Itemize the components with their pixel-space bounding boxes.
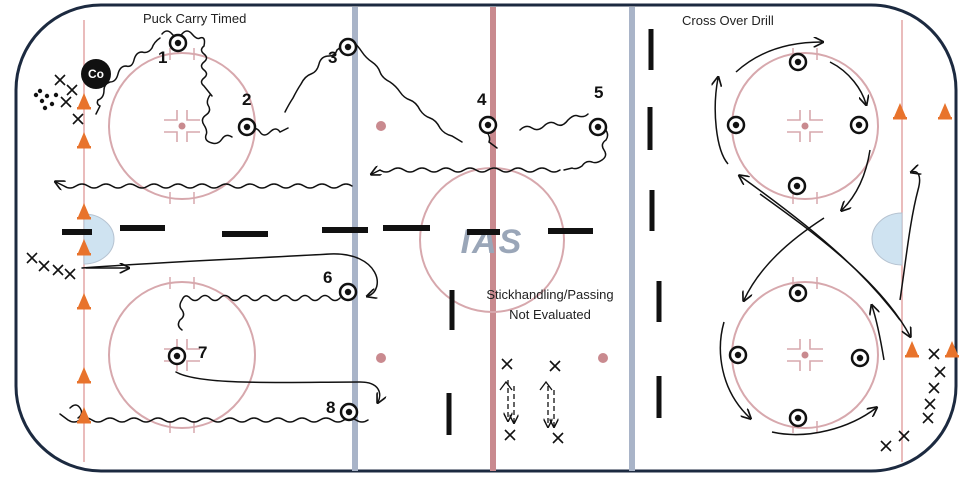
center-note-line2: Not Evaluated [509, 307, 591, 322]
puck-carry-title: Puck Carry Timed [143, 11, 247, 26]
skate-path [175, 371, 380, 402]
left-goal-crease [83, 213, 115, 265]
crossover-path [759, 193, 910, 336]
crossover-path [744, 217, 825, 300]
left-blue-line [352, 7, 358, 471]
puck-carry-path [56, 182, 353, 188]
puck-carry-path [284, 43, 346, 113]
puck-carry-path [351, 39, 463, 143]
station-number: 4 [477, 90, 487, 109]
station-number: 2 [242, 90, 252, 109]
crossover-path [715, 78, 729, 165]
ias-logo: IAS [461, 223, 524, 261]
crossover-path [899, 172, 920, 301]
crossover-path [842, 149, 871, 210]
station-number: 6 [323, 268, 333, 287]
neutral-dot [376, 353, 386, 363]
puck-pile [33, 88, 59, 111]
station-number: 1 [158, 48, 168, 67]
neutral-dot [598, 353, 608, 363]
center-note-line1: Stickhandling/Passing [486, 287, 614, 302]
crossover-path [829, 61, 866, 104]
puck-carry-path [372, 168, 561, 174]
skate-path [81, 253, 378, 296]
puck-carry-path [519, 113, 589, 131]
right-blue-line [629, 7, 635, 471]
coach-marker: Co [81, 59, 111, 89]
crossover-title: Cross Over Drill [682, 13, 774, 28]
crossover-path [735, 42, 822, 73]
center-note: Stickhandling/Passing Not Evaluated [470, 285, 630, 325]
crossover-path [771, 408, 876, 436]
puck-carry-path [59, 413, 369, 423]
neutral-dot [376, 121, 386, 131]
station-number: 3 [328, 48, 338, 67]
puck-carry-path [95, 37, 161, 115]
puck-carry-path [563, 127, 609, 171]
station-number: 5 [594, 83, 604, 102]
puck-carry-path [177, 294, 341, 331]
faceoff-circle-bottom-left [108, 281, 256, 429]
station-number: 8 [326, 398, 336, 417]
zone-divider [62, 225, 593, 237]
center-red-line [490, 7, 496, 471]
crossover-path [872, 306, 885, 361]
vertical-divider-center [446, 290, 455, 435]
vertical-divider-right [647, 29, 662, 418]
crossover-path [719, 321, 750, 418]
right-goal-crease [871, 212, 903, 266]
puck-carry-path [201, 94, 233, 145]
station-number: 7 [198, 343, 208, 362]
